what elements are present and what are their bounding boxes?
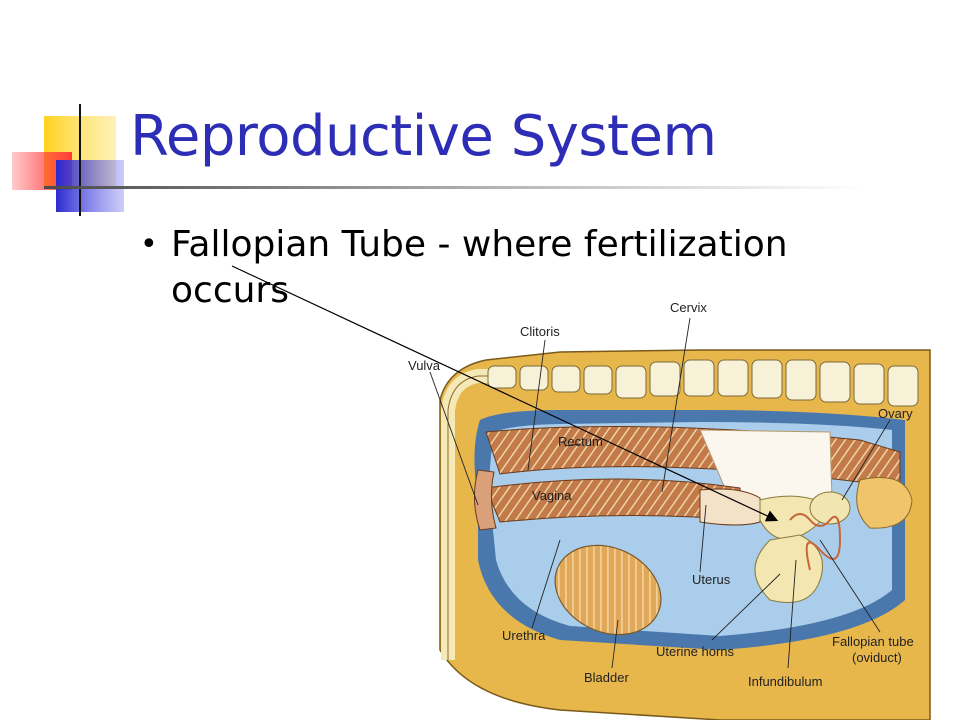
uterine-horns <box>754 534 823 603</box>
label-rectum: Rectum <box>558 434 603 449</box>
label-fallopian-tube: Fallopian tube <box>832 634 914 649</box>
label-vagina: Vagina <box>532 488 572 503</box>
label-clitoris: Clitoris <box>520 324 560 339</box>
label-ovary: Ovary <box>878 406 913 421</box>
vulva <box>474 469 497 531</box>
label-oviduct: (oviduct) <box>852 650 902 665</box>
cervix-body <box>699 488 761 526</box>
spine <box>487 359 919 407</box>
label-uterus: Uterus <box>692 572 731 587</box>
label-bladder: Bladder <box>584 670 629 685</box>
label-urethra: Urethra <box>502 628 546 643</box>
leader-lines <box>429 317 891 669</box>
label-uterine-horns: Uterine horns <box>656 644 735 659</box>
slide-title: Reproductive System <box>130 104 717 169</box>
ovary <box>809 491 851 525</box>
pointer-arrow <box>231 265 779 522</box>
title-divider <box>44 186 864 189</box>
bullet-dot: • <box>140 227 158 262</box>
label-cervix: Cervix <box>670 300 707 315</box>
label-infundibulum: Infundibulum <box>748 674 822 689</box>
fat-pad <box>856 477 913 529</box>
bullet-text: Fallopian Tube - where fertilization occ… <box>171 224 788 311</box>
label-vulva: Vulva <box>408 358 441 373</box>
fallopian-tube <box>789 513 842 571</box>
bladder <box>554 544 662 636</box>
